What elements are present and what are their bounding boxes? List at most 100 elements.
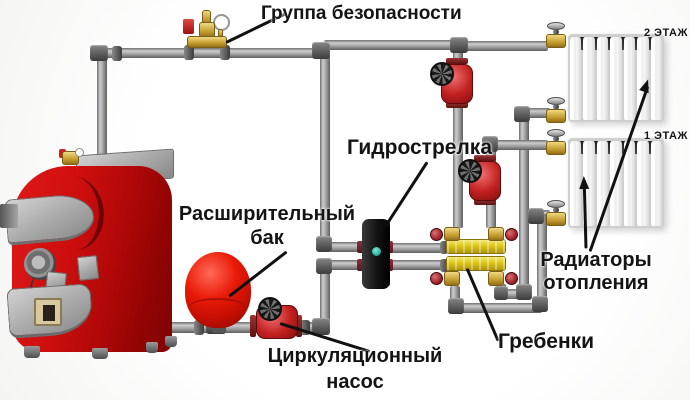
manifold-valve-wheel-tr xyxy=(505,228,518,241)
coupling-safety-right xyxy=(220,45,230,60)
pipe-floor1-supply xyxy=(490,140,548,150)
pump-motor-cap xyxy=(458,159,482,183)
boiler-plate-upper xyxy=(76,255,100,281)
elbow-floor2-return-top xyxy=(514,106,530,122)
boiler-safety-gauge xyxy=(75,148,84,157)
boiler-foot-4 xyxy=(165,336,177,347)
pump-floor2 xyxy=(428,56,478,112)
pipe-pump1-riser xyxy=(453,46,463,228)
elbow-floor1-return-bottom xyxy=(532,296,548,312)
pipe-supply-drop xyxy=(320,50,330,244)
hydro-separator-nub-bottom xyxy=(383,280,390,287)
radiator-sections xyxy=(570,140,662,226)
manifold-return xyxy=(446,256,506,271)
pipe-return-riser xyxy=(320,266,330,326)
elbow-hydro-supply xyxy=(316,236,332,252)
label-expansion-tank-line1: Расширительный xyxy=(178,203,356,225)
radiator-valve-floor1-supply xyxy=(545,129,567,156)
elbow-floor2-return-bottom xyxy=(516,284,532,300)
safety-group-red-cap xyxy=(183,19,194,34)
pump-motor-cap xyxy=(258,297,282,321)
elbow-pump2-top xyxy=(482,136,498,152)
label-radiators-line1: Радиаторы xyxy=(540,249,652,271)
valve-stem xyxy=(553,29,559,35)
label-expansion-tank-line2: бак xyxy=(250,227,284,249)
elbow-floor2-return-up xyxy=(494,286,508,300)
valve-body xyxy=(546,109,566,123)
manifold-supply xyxy=(446,239,506,254)
coupling-bottom-2 xyxy=(300,320,310,335)
label-radiators-line2: отопления xyxy=(543,272,649,294)
pump-flange xyxy=(250,315,256,337)
valve-stem xyxy=(553,136,559,142)
coupling-safety-left xyxy=(184,45,194,60)
manifold-valve-wheel-bl xyxy=(430,272,443,285)
manifold-valve-tl xyxy=(444,227,460,241)
hydro-separator-nub-top xyxy=(383,220,390,227)
pipe-floor2-supply xyxy=(458,41,548,51)
hydro-separator-indicator xyxy=(372,247,381,256)
pipe-floor2-return-top xyxy=(522,108,550,118)
expansion-tank-stub xyxy=(212,324,226,333)
pipe-hydro-left-top xyxy=(330,242,364,252)
pipe-floor1-return-drop xyxy=(537,214,547,302)
label-circulation-pump-line2: насос xyxy=(326,371,384,393)
pump-floor1 xyxy=(456,153,506,209)
pipe-hydro-right-top xyxy=(389,243,447,253)
label-floor-2: 2 ЭТАЖ xyxy=(644,27,688,39)
manifold-valve-wheel-br xyxy=(505,272,518,285)
elbow-floor1-return-top xyxy=(528,208,544,224)
elbow-returns-left xyxy=(448,298,464,314)
boiler-foot-1 xyxy=(24,346,40,358)
label-floor-1: 1 ЭТАЖ xyxy=(644,130,688,142)
boiler-display-slot xyxy=(43,305,55,321)
pipe-hydro-right-bottom xyxy=(389,260,447,270)
pump-flange xyxy=(446,102,468,108)
coupling-manifold-top xyxy=(440,241,448,254)
tee-pump1-top xyxy=(450,37,468,53)
valve-body xyxy=(546,212,566,226)
label-circulation-pump: Циркуляционный насос xyxy=(260,343,450,395)
elbow-bottom-right xyxy=(312,318,330,335)
manifold-valve-br xyxy=(488,271,504,286)
hydro-flange-left-bottom xyxy=(357,259,364,271)
pipe-top-mid xyxy=(324,40,462,50)
valve-stem xyxy=(553,104,559,110)
elbow-hydro-return xyxy=(316,258,332,274)
pipe-floor2-return-drop xyxy=(519,112,529,294)
hydro-separator xyxy=(362,219,390,289)
radiator-valve-floor2-return xyxy=(545,97,567,124)
manifold-valve-wheel-tl xyxy=(430,228,443,241)
boiler-display xyxy=(34,298,62,326)
pipe-top-main xyxy=(98,48,326,58)
valve-body xyxy=(546,34,566,48)
manifold-valve-bl xyxy=(444,271,460,286)
pipe-bottom-main xyxy=(160,322,323,333)
hydro-flange-left-top xyxy=(357,241,364,253)
radiator-valve-floor2-supply xyxy=(545,22,567,49)
pipe-returns-bottom xyxy=(456,303,542,313)
label-safety-group: Группа безопасности xyxy=(261,3,462,24)
safety-group-base xyxy=(187,36,227,48)
valve-body xyxy=(546,141,566,155)
expansion-tank-seam xyxy=(189,298,245,316)
boiler xyxy=(0,140,185,360)
pump-flange xyxy=(474,199,496,205)
label-hydro-separator: Гидрострелка xyxy=(347,136,493,159)
pump-motor-cap xyxy=(430,62,454,86)
coupling-manifold-bottom xyxy=(440,259,448,272)
tee-supply-drop xyxy=(312,42,330,59)
arrowhead-radiator-floor1 xyxy=(578,175,590,190)
radiator-valve-floor1-return xyxy=(545,200,567,227)
pump-flange xyxy=(446,58,468,64)
boiler-side-bracket xyxy=(0,204,18,228)
elbow-top-left xyxy=(90,45,108,61)
label-radiators: Радиаторы отопления xyxy=(536,249,656,295)
label-manifolds: Гребенки xyxy=(498,330,595,353)
radiator-sections xyxy=(570,36,662,120)
expansion-tank xyxy=(185,252,251,328)
label-circulation-pump-line1: Циркуляционный xyxy=(267,345,443,367)
pipe-floor2-return-bottom xyxy=(500,289,524,299)
callout-line-hydro-separator xyxy=(386,161,429,224)
